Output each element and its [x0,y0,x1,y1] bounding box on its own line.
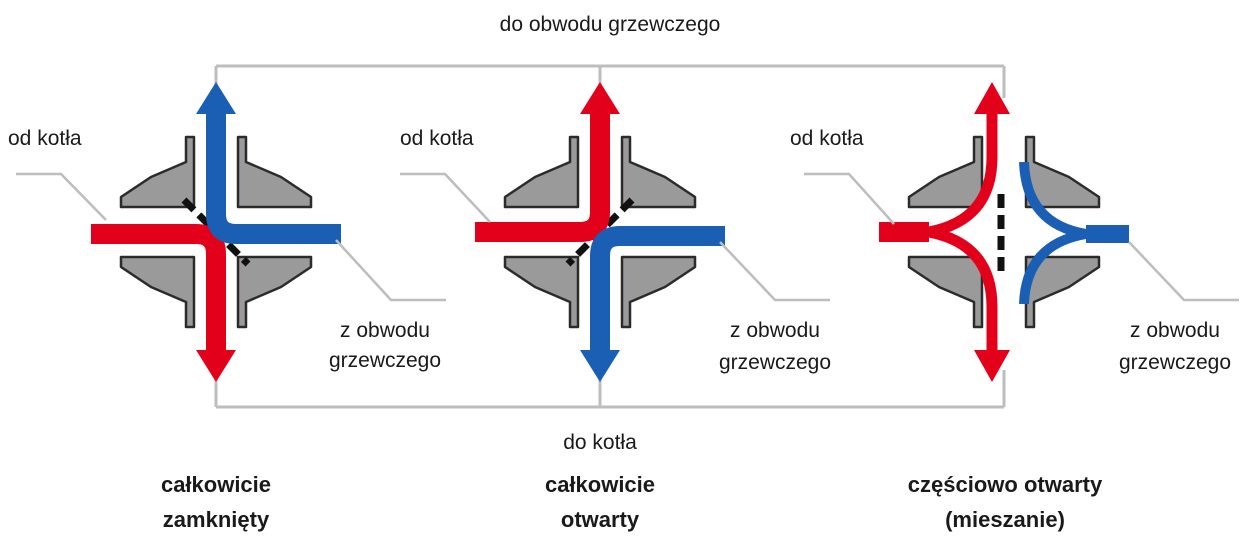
inlet-label: od kotła [400,127,474,150]
return-label-line1: z obwodu [730,319,820,342]
valve-housing [503,135,697,329]
return-label-line1: z obwodu [340,319,430,342]
caption-line1: całkowicie [544,472,656,497]
inlet-label: od kotła [8,127,82,150]
inlet-label: od kotła [790,127,864,150]
flow-hot [475,82,620,242]
flow-cold [196,82,341,244]
caption-line2: otwarty [560,507,640,532]
return-label-line2: grzewczego [718,351,832,374]
caption-line1: częściowo otwarty [907,472,1103,497]
leader-lines [400,172,830,302]
caption-line2: zamknięty [162,507,270,532]
top-label: do obwodu grzewczego [499,13,721,36]
return-label-line2: grzewczego [1118,351,1232,374]
return-label-line1: z obwodu [1130,319,1220,342]
leader-lines [16,172,446,302]
valve-closed [16,82,446,382]
return-label-line2: grzewczego [328,349,442,372]
valve-open [400,82,830,382]
caption-line2: (mieszanie) [945,507,1065,532]
leader-lines [804,172,1239,302]
bottom-label: do kotła [563,431,637,454]
flow-hot [91,224,236,382]
valve-housing [907,135,1101,329]
flow-hot [879,82,1010,382]
valve-mixing [804,82,1239,382]
flow-cold [580,226,725,382]
valve-housing [119,135,313,329]
caption-line1: całkowicie [160,472,272,497]
